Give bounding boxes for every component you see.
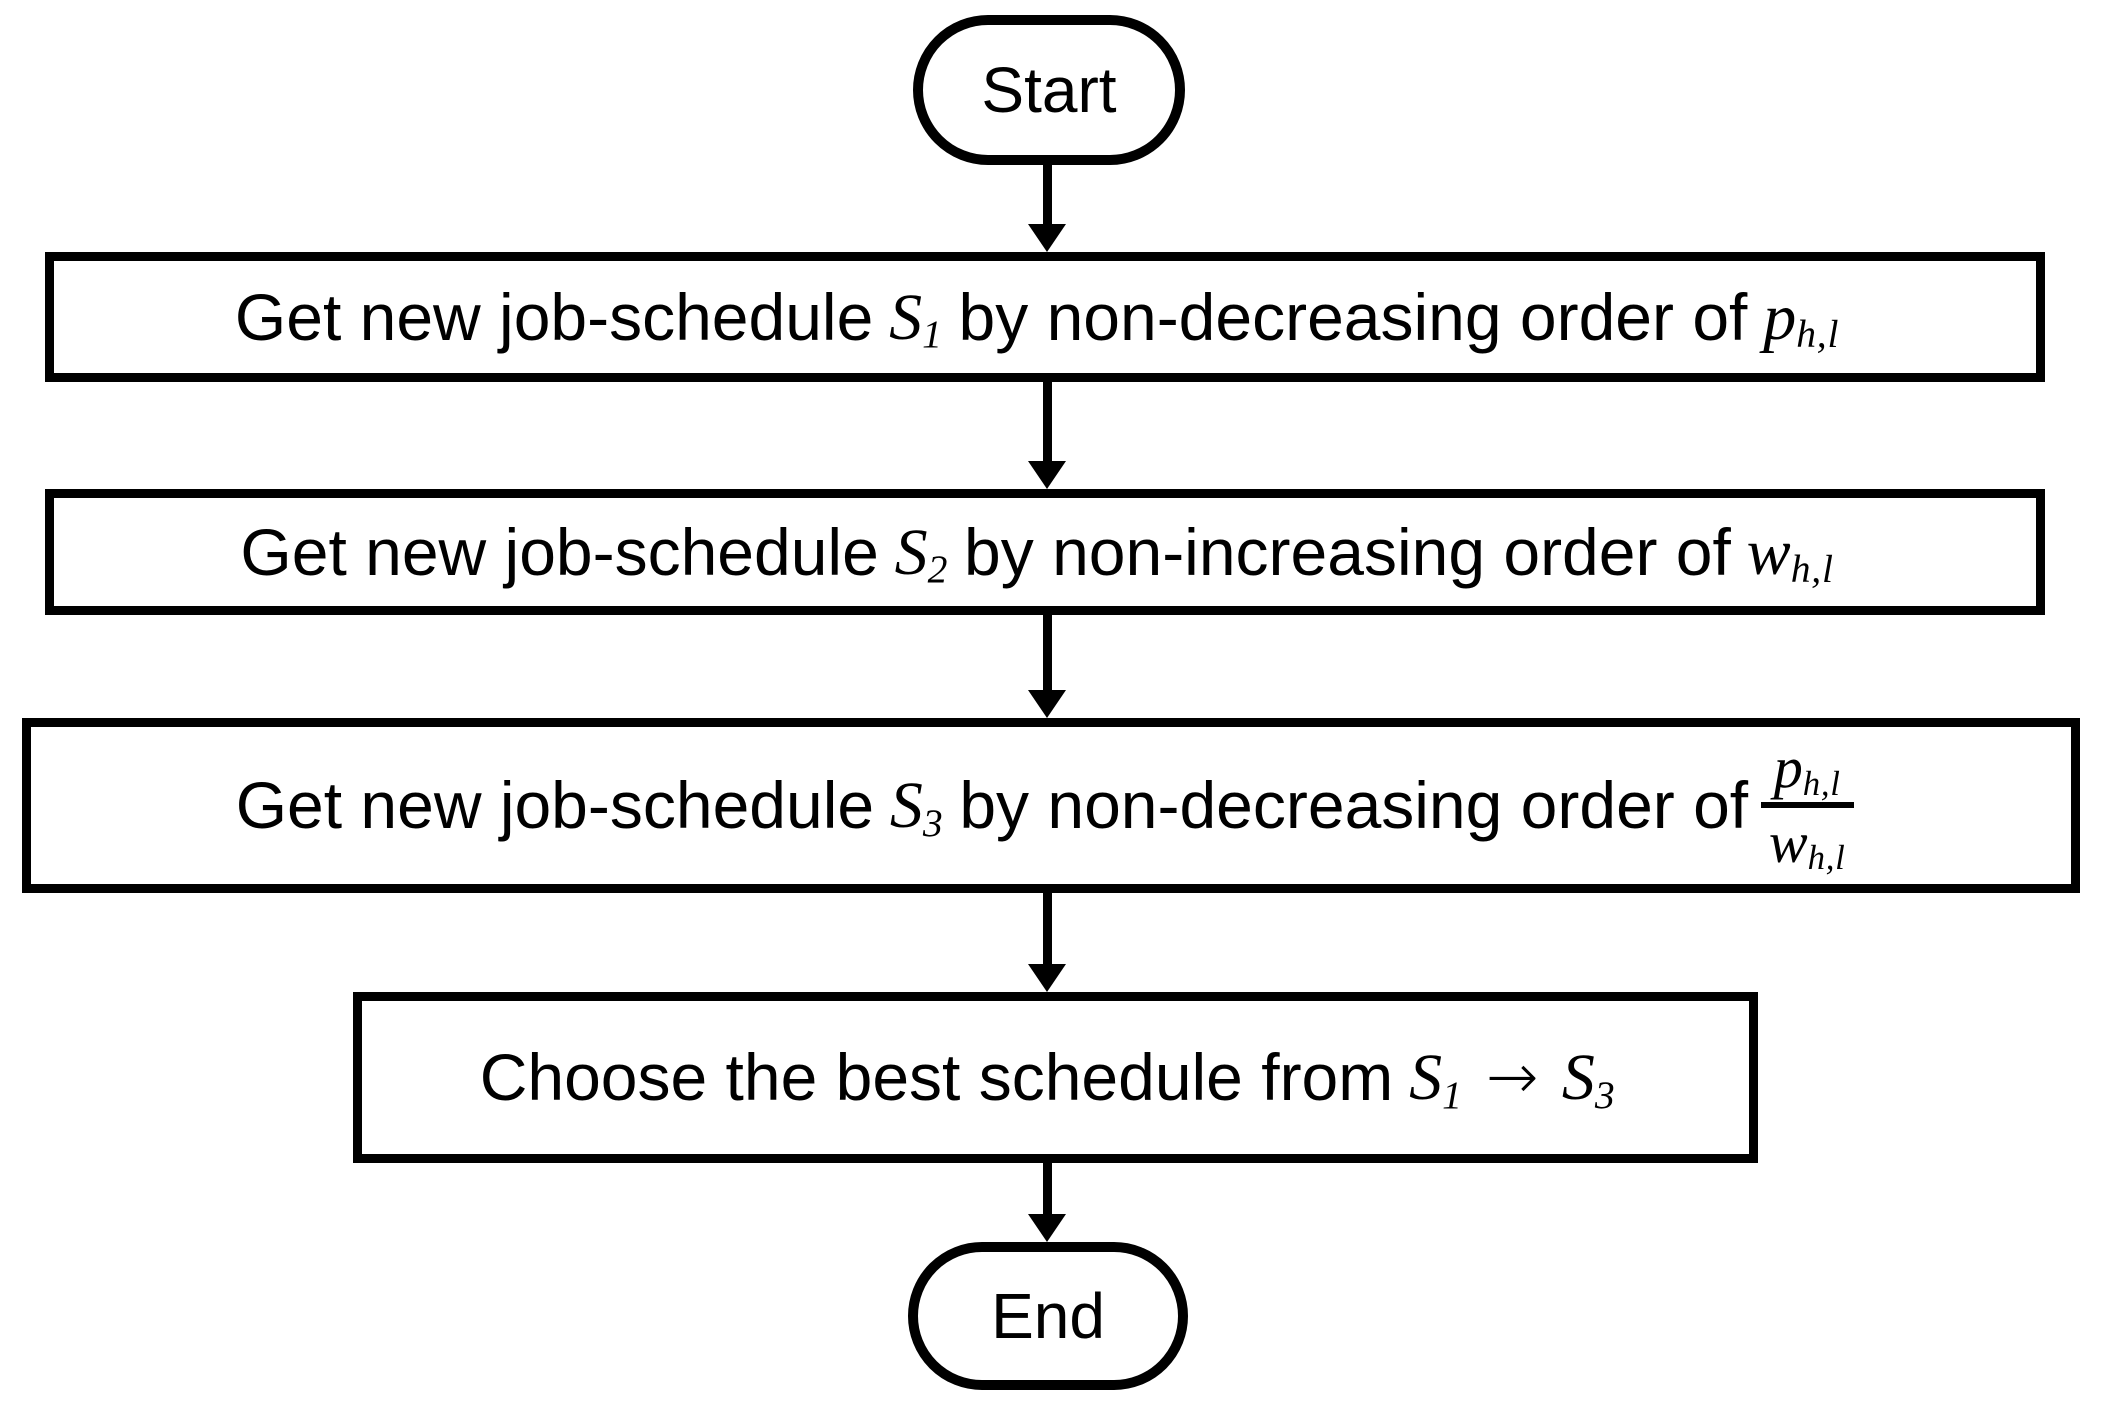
arrowhead-down-icon — [1028, 690, 1066, 718]
math-s1-sub: 1 — [922, 312, 943, 357]
math-fraction-p-over-w: ph,l wh,l — [1760, 739, 1854, 875]
right-arrow-icon: → — [1486, 1040, 1539, 1114]
arrow-stem-step1-step2 — [1043, 382, 1052, 465]
math-frac-p-sub: h,l — [1802, 764, 1841, 804]
math-s1: S1 — [889, 280, 943, 357]
process-node-step2: Get new job-schedule S2 by non-increasin… — [45, 489, 2045, 615]
end-terminal-node: End — [908, 1242, 1188, 1390]
arrowhead-down-icon — [1028, 224, 1066, 252]
math-w-sub: h,l — [1790, 547, 1834, 592]
arrowhead-down-icon — [1028, 461, 1066, 489]
arrow-stem-step3-step4 — [1043, 893, 1052, 968]
math-p-hl: ph,l — [1763, 280, 1840, 357]
process-node-step1: Get new job-schedule S1 by non-decreasin… — [45, 252, 2045, 382]
math-s3-range-var: S — [1561, 1041, 1595, 1115]
arrow-stem-start-step1 — [1043, 165, 1052, 228]
arrow-stem-step4-end — [1043, 1163, 1052, 1218]
process-node-step3: Get new job-schedule S3 by non-decreasin… — [22, 718, 2080, 893]
math-p-sub: h,l — [1796, 312, 1840, 357]
step1-prefix: Get new job-schedule — [234, 279, 874, 354]
step3-prefix: Get new job-schedule — [235, 768, 875, 843]
step2-mid: by non-increasing order of — [964, 514, 1731, 589]
start-terminal-node: Start — [913, 15, 1185, 165]
arrow-stem-step2-step3 — [1043, 615, 1052, 694]
math-s2-sub: 2 — [927, 547, 949, 592]
end-label: End — [991, 1279, 1105, 1352]
math-s3: S3 — [889, 768, 944, 845]
math-frac-w-sub: h,l — [1807, 838, 1846, 878]
math-frac-p-var: p — [1773, 735, 1803, 801]
math-s1-range-sub: 1 — [1442, 1072, 1463, 1117]
math-s2: S2 — [894, 515, 949, 592]
step4-prefix: Choose the best schedule from — [479, 1040, 1394, 1115]
math-w-hl: wh,l — [1746, 515, 1834, 592]
math-w-var: w — [1746, 515, 1791, 589]
math-s3-range-sub: 3 — [1594, 1072, 1616, 1117]
step1-mid: by non-decreasing order of — [958, 279, 1748, 354]
step2-prefix: Get new job-schedule — [240, 514, 879, 589]
math-s3-sub: 3 — [922, 800, 944, 845]
fraction-denominator: wh,l — [1760, 801, 1854, 875]
math-s1-range: S1 — [1409, 1040, 1463, 1117]
math-p-var: p — [1763, 280, 1797, 354]
arrowhead-down-icon — [1028, 1214, 1066, 1242]
process-node-step4: Choose the best schedule from S1 → S3 — [353, 992, 1758, 1163]
math-s1-range-var: S — [1409, 1041, 1443, 1115]
fraction-numerator: ph,l — [1766, 739, 1849, 801]
math-s3-var: S — [889, 769, 923, 843]
step3-mid: by non-decreasing order of — [959, 768, 1749, 843]
start-label: Start — [981, 53, 1117, 126]
math-frac-w-var: w — [1768, 809, 1808, 875]
math-s2-var: S — [894, 515, 928, 589]
math-s1-var: S — [889, 280, 923, 354]
math-s3-range: S3 — [1561, 1040, 1616, 1117]
arrowhead-down-icon — [1028, 964, 1066, 992]
